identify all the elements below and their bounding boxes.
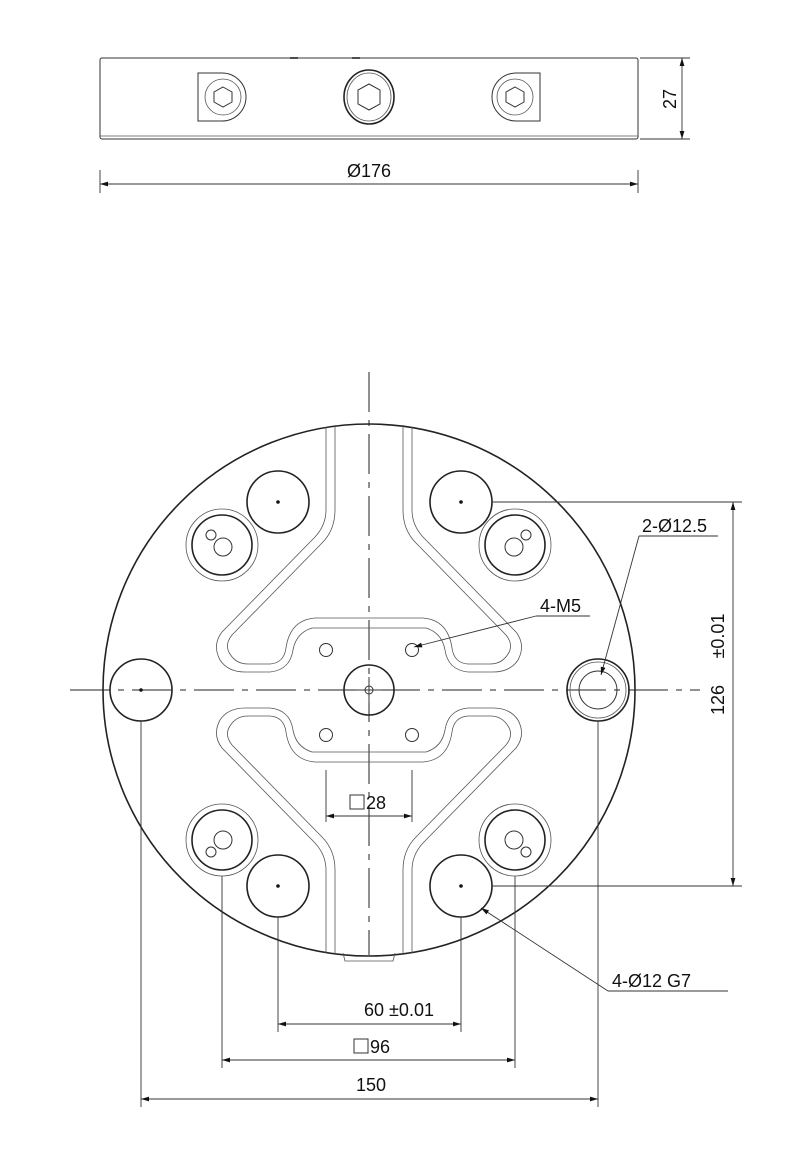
plan-view: 4-M5 2-Ø12.5 4-Ø12 G7 126 ±0.01 28 60 ±0… bbox=[70, 372, 742, 1107]
square-symbol-icon bbox=[349, 794, 365, 810]
screw-head-icon bbox=[197, 72, 247, 122]
side-view-body bbox=[99, 57, 639, 140]
bore-spacing-dimension: 150 bbox=[356, 1075, 386, 1095]
height-dimension: 27 bbox=[660, 89, 680, 109]
screw-head-icon bbox=[491, 72, 541, 122]
diameter-dimension: Ø176 bbox=[347, 161, 391, 181]
square-96-dimension: 96 bbox=[370, 1037, 390, 1057]
bore-callout: 2-Ø12.5 bbox=[642, 516, 707, 536]
m5-holes bbox=[319, 643, 419, 742]
vertical-tolerance: ±0.01 bbox=[708, 614, 728, 659]
side-view: 27 Ø176 bbox=[99, 57, 690, 193]
plate-outline bbox=[102, 423, 636, 957]
vertical-dimension: 126 bbox=[708, 685, 728, 715]
square-28-dimension: 28 bbox=[366, 793, 386, 813]
screw-head-icon bbox=[343, 69, 395, 125]
square-symbol-icon bbox=[353, 1038, 369, 1054]
center-boss bbox=[343, 664, 395, 716]
m5-callout: 4-M5 bbox=[540, 596, 581, 616]
dowel-callout: 4-Ø12 G7 bbox=[612, 971, 691, 991]
pin-spacing-dimension: 60 ±0.01 bbox=[364, 1000, 434, 1020]
